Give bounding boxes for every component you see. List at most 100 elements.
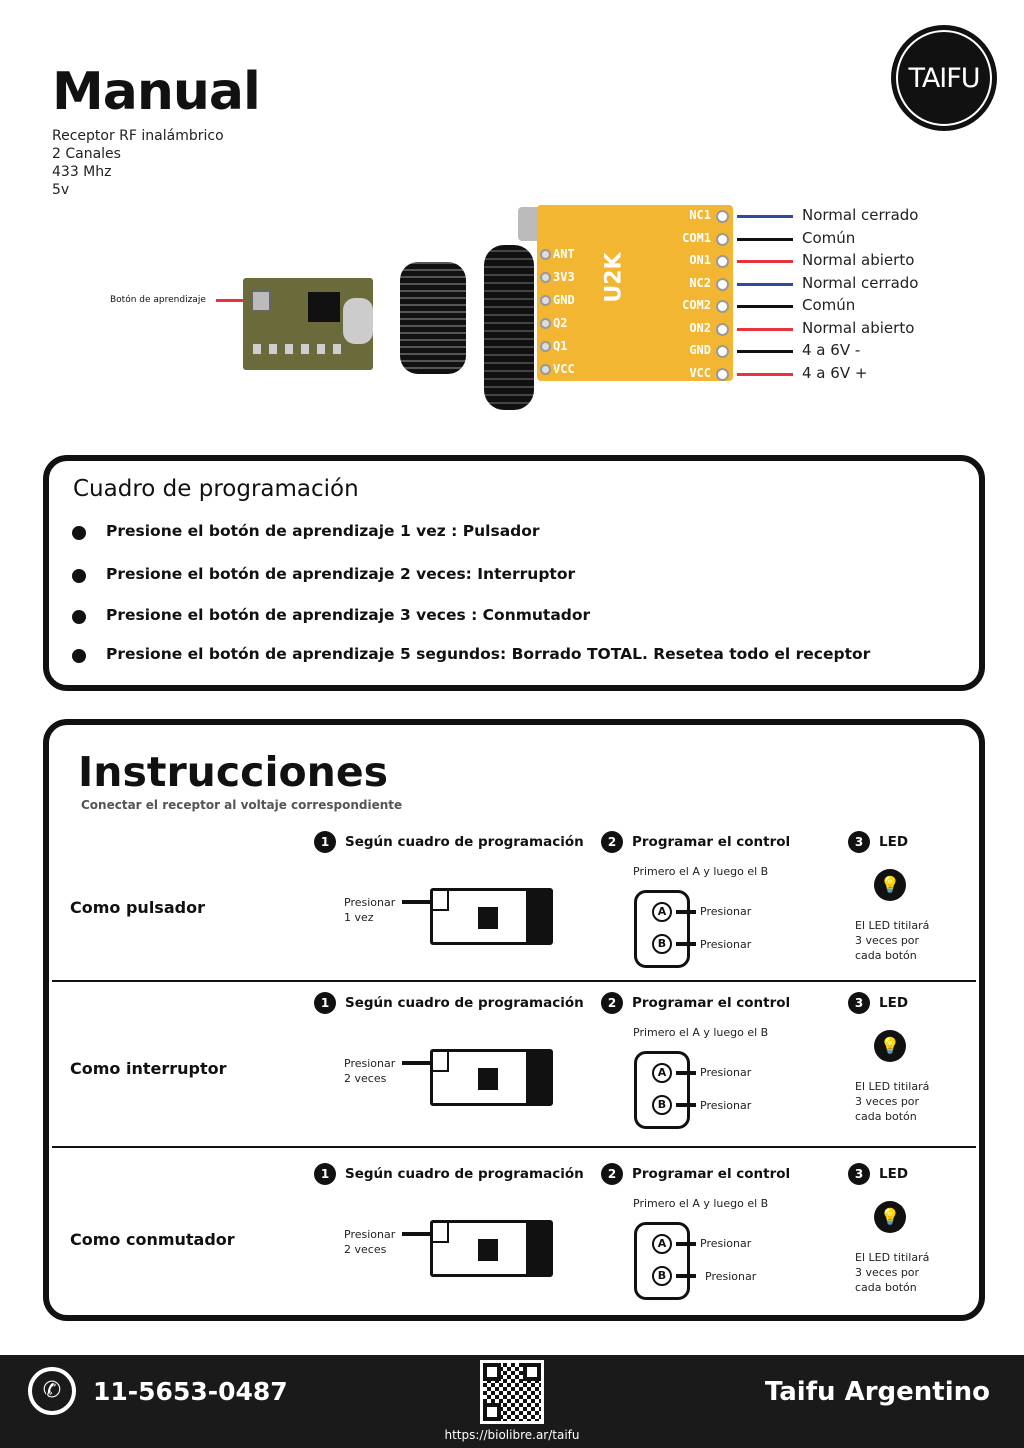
chip-label: U2K (601, 252, 627, 303)
learn-button-icon (251, 290, 271, 312)
antenna-coil-icon (484, 245, 534, 410)
step-number: 2 (601, 992, 623, 1014)
learn-pointer (216, 299, 250, 302)
terminal-label: 4 a 6V + (802, 363, 868, 382)
mode-title: Como conmutador (70, 1230, 235, 1249)
terminal-label: Común (802, 296, 856, 314)
bullet (72, 610, 86, 624)
crystal-icon (343, 298, 373, 344)
pins (253, 344, 343, 354)
press-a-label: Presionar (700, 1237, 752, 1250)
arrow-icon (676, 1242, 696, 1246)
press-times: 2 veces (344, 1072, 387, 1085)
pin-hole (540, 249, 551, 260)
pin-hole (540, 318, 551, 329)
terminal-label: Normal cerrado (802, 206, 919, 224)
step-title: Programar el control (632, 1166, 791, 1182)
bullet (72, 526, 86, 540)
press-a-label: Presionar (700, 1066, 752, 1079)
left-pin-label: VCC (553, 362, 575, 376)
footer: ✆ 11-5653-0487 https://biolibre.ar/taifu… (0, 1355, 1024, 1448)
left-pin-label: 3V3 (553, 270, 575, 284)
pin-hole (716, 255, 729, 268)
pin-hole (716, 210, 729, 223)
step-number: 1 (314, 992, 336, 1014)
step-number: 3 (848, 831, 870, 853)
subtitle-line: Receptor RF inalámbrico (52, 128, 224, 144)
mode-title: Como pulsador (70, 898, 205, 917)
button-b: B (652, 1266, 672, 1286)
programming-item: Presione el botón de aprendizaje 3 veces… (106, 606, 591, 624)
bulb-icon: 💡 (874, 1201, 906, 1233)
subtitle-line: 433 Mhz (52, 164, 112, 180)
left-pin-label: GND (553, 293, 575, 307)
pin-hole (716, 277, 729, 291)
arrow-icon (676, 1274, 696, 1278)
programming-box (43, 455, 985, 691)
programming-title: Cuadro de programación (73, 476, 359, 502)
wire-line (737, 282, 793, 286)
press-times: 1 vez (344, 911, 374, 924)
wire-line (737, 327, 793, 331)
subtitle-line: 2 Canales (52, 146, 121, 162)
right-pin-label: GND (689, 343, 711, 357)
arrow-icon (676, 910, 696, 914)
receiver-diagram (430, 888, 553, 945)
arrow-icon (676, 1103, 696, 1107)
arrow-icon (676, 942, 696, 946)
remote-diagram (634, 1222, 690, 1300)
step-title: Según cuadro de programación (345, 834, 584, 850)
button-a: A (652, 902, 672, 922)
divider (52, 980, 976, 982)
step-number: 3 (848, 992, 870, 1014)
step-title: LED (879, 995, 909, 1011)
step-title: Según cuadro de programación (345, 995, 584, 1011)
wire-line (737, 237, 793, 241)
whatsapp-icon: ✆ (28, 1367, 76, 1415)
instruction-row: Como conmutador 1 Según cuadro de progra… (52, 1146, 976, 1315)
right-pin-label: NC1 (689, 208, 711, 222)
wire-line (737, 215, 793, 218)
small-receiver-board (243, 278, 373, 370)
instructions-subtitle: Conectar el receptor al voltaje correspo… (81, 798, 403, 812)
remote-diagram (634, 1051, 690, 1129)
receiver-diagram (430, 1049, 553, 1106)
step-title: LED (879, 1166, 909, 1182)
button-a: A (652, 1063, 672, 1083)
wire-line (737, 372, 793, 376)
pin-hole (540, 341, 551, 352)
right-pin-label: VCC (689, 365, 711, 380)
step-title: LED (879, 834, 909, 850)
press-label: Presionar (344, 896, 396, 909)
antenna-coil-icon (400, 262, 466, 374)
press-b-label: Presionar (700, 1099, 752, 1112)
left-pin-label: Q1 (553, 339, 568, 353)
wire-line (737, 350, 793, 353)
programming-item: Presione el botón de aprendizaje 2 veces… (106, 565, 576, 583)
order-text: Primero el A y luego el B (633, 1026, 769, 1039)
bullet (72, 649, 86, 663)
arrow-icon (676, 1071, 696, 1075)
right-pin-label: NC2 (689, 275, 711, 290)
mode-title: Como interruptor (70, 1059, 227, 1078)
step-number: 2 (601, 831, 623, 853)
chip-icon (308, 292, 340, 322)
arrow-icon (402, 900, 438, 904)
button-b: B (652, 1095, 672, 1115)
step-title: Programar el control (632, 995, 791, 1011)
order-text: Primero el A y luego el B (633, 1197, 769, 1210)
left-pin-label: ANT (553, 247, 575, 261)
pin-hole (540, 295, 551, 306)
pin-hole (716, 345, 729, 358)
instruction-row: Como interruptor 1 Según cuadro de progr… (52, 980, 976, 1146)
divider (52, 1146, 976, 1148)
right-pin-label: ON1 (689, 253, 711, 267)
terminal-label: Común (802, 228, 856, 247)
order-text: Primero el A y luego el B (633, 865, 769, 878)
programming-item: Presione el botón de aprendizaje 5 segun… (106, 645, 871, 663)
terminal-label: Normal abierto (802, 251, 915, 269)
url-link[interactable]: https://biolibre.ar/taifu (444, 1428, 580, 1442)
qr-code[interactable] (480, 1360, 544, 1424)
